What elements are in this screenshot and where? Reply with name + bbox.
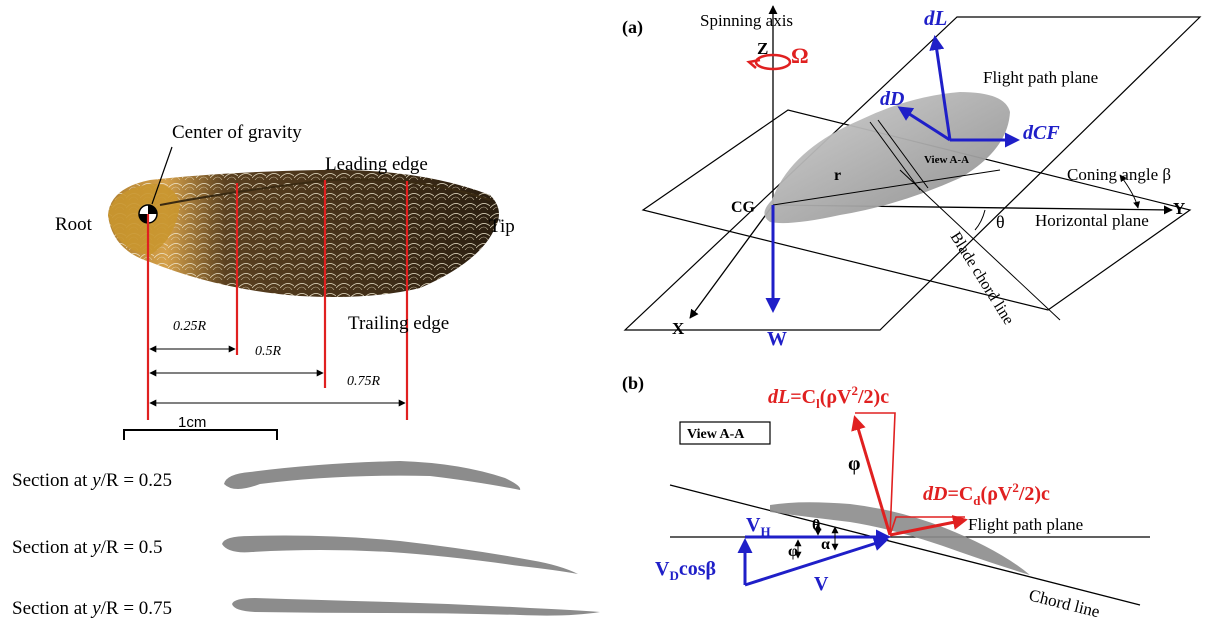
- section-label-05: Section at y/R = 0.5: [12, 537, 163, 558]
- dL-equation: dL=Cl(ρV2/2)c: [768, 383, 889, 411]
- cross-section-05: [222, 535, 578, 574]
- z-label: Z: [757, 39, 768, 58]
- section-plane-line-1: [869, 121, 921, 191]
- x-label: X: [672, 319, 685, 338]
- samara-3d-model: [764, 92, 1010, 224]
- r-label: r: [834, 167, 841, 184]
- w-label: W: [767, 328, 787, 350]
- blade-chord-line: [899, 169, 1061, 321]
- coning-angle-arc: [1119, 174, 1140, 209]
- flight-path-plane-label: Flight path plane: [983, 68, 1098, 87]
- root-label: Root: [55, 214, 93, 235]
- leading-edge-label: Leading edge: [325, 154, 428, 175]
- phi-label-lower: φ: [788, 543, 798, 560]
- section-plane-line-2: [877, 119, 929, 189]
- section-label-075: Section at y/R = 0.75: [12, 598, 172, 619]
- dL-label: dL: [924, 6, 947, 30]
- dD-label: dD: [880, 88, 904, 110]
- omega-rotation-icon: [746, 53, 792, 71]
- cg-label: CG: [731, 199, 756, 216]
- dD-arrow: [897, 106, 951, 142]
- spinning-axis-label: Spinning axis: [700, 11, 793, 30]
- theta-label-a: θ: [996, 212, 1005, 232]
- v-label: V: [814, 573, 829, 595]
- vd-label: VDcosβ: [655, 558, 716, 583]
- theta-arc: [974, 209, 986, 231]
- panel-b-label: (b): [622, 373, 644, 394]
- lift-arrow-b: [851, 415, 892, 536]
- coning-angle-label: Coning angle β: [1067, 165, 1171, 184]
- flight-path-plane: [623, 16, 1202, 331]
- blade-chord-line-label: Blade chord line: [947, 229, 1017, 328]
- theta-label-b: θ: [812, 517, 820, 534]
- omega-label: Ω: [791, 43, 809, 68]
- chord-line-label: Chord line: [1027, 585, 1102, 621]
- drag-arrow-b: [889, 514, 968, 537]
- lift-construction-lines: [855, 412, 896, 536]
- cg-leader-line: [151, 146, 173, 205]
- drag-construction-lines: [889, 516, 965, 536]
- cross-section-025: [224, 461, 521, 490]
- section-label-025: Section at y/R = 0.25: [12, 470, 172, 491]
- dCF-label: dCF: [1023, 122, 1060, 144]
- vh-label: VH: [746, 514, 771, 539]
- dim-label-025: 0.25R: [173, 319, 207, 334]
- chord-line: [669, 484, 1141, 606]
- y-label: Y: [1173, 199, 1185, 218]
- alpha-label: α: [821, 536, 830, 553]
- samara-wing-photo: [108, 169, 499, 297]
- trailing-edge-label: Trailing edge: [348, 313, 449, 334]
- cross-section-075: [232, 598, 600, 616]
- scale-label: 1cm: [178, 414, 206, 431]
- panel-a-label: (a): [622, 17, 643, 38]
- dL-arrow: [929, 35, 952, 141]
- v-arrow: [744, 536, 889, 587]
- view-aa-box: [679, 421, 771, 445]
- view-aa-label: View A-A: [924, 154, 969, 166]
- horizontal-plane-label: Horizontal plane: [1035, 211, 1149, 230]
- phi-label-upper: φ: [848, 453, 860, 475]
- radius-line: [772, 169, 1001, 206]
- dim-label-05: 0.5R: [255, 344, 282, 359]
- horizontal-plane: [641, 109, 1192, 311]
- x-axis: [689, 204, 774, 319]
- dD-equation: dD=Cd(ρV2/2)c: [923, 480, 1050, 508]
- view-aa-label-b: View A-A: [687, 427, 745, 442]
- dim-label-075: 0.75R: [347, 374, 381, 389]
- tip-label: Tip: [489, 216, 515, 237]
- center-of-gravity-label: Center of gravity: [172, 122, 302, 143]
- scale-bar: [123, 429, 278, 440]
- flight-path-plane-label-b: Flight path plane: [968, 515, 1083, 534]
